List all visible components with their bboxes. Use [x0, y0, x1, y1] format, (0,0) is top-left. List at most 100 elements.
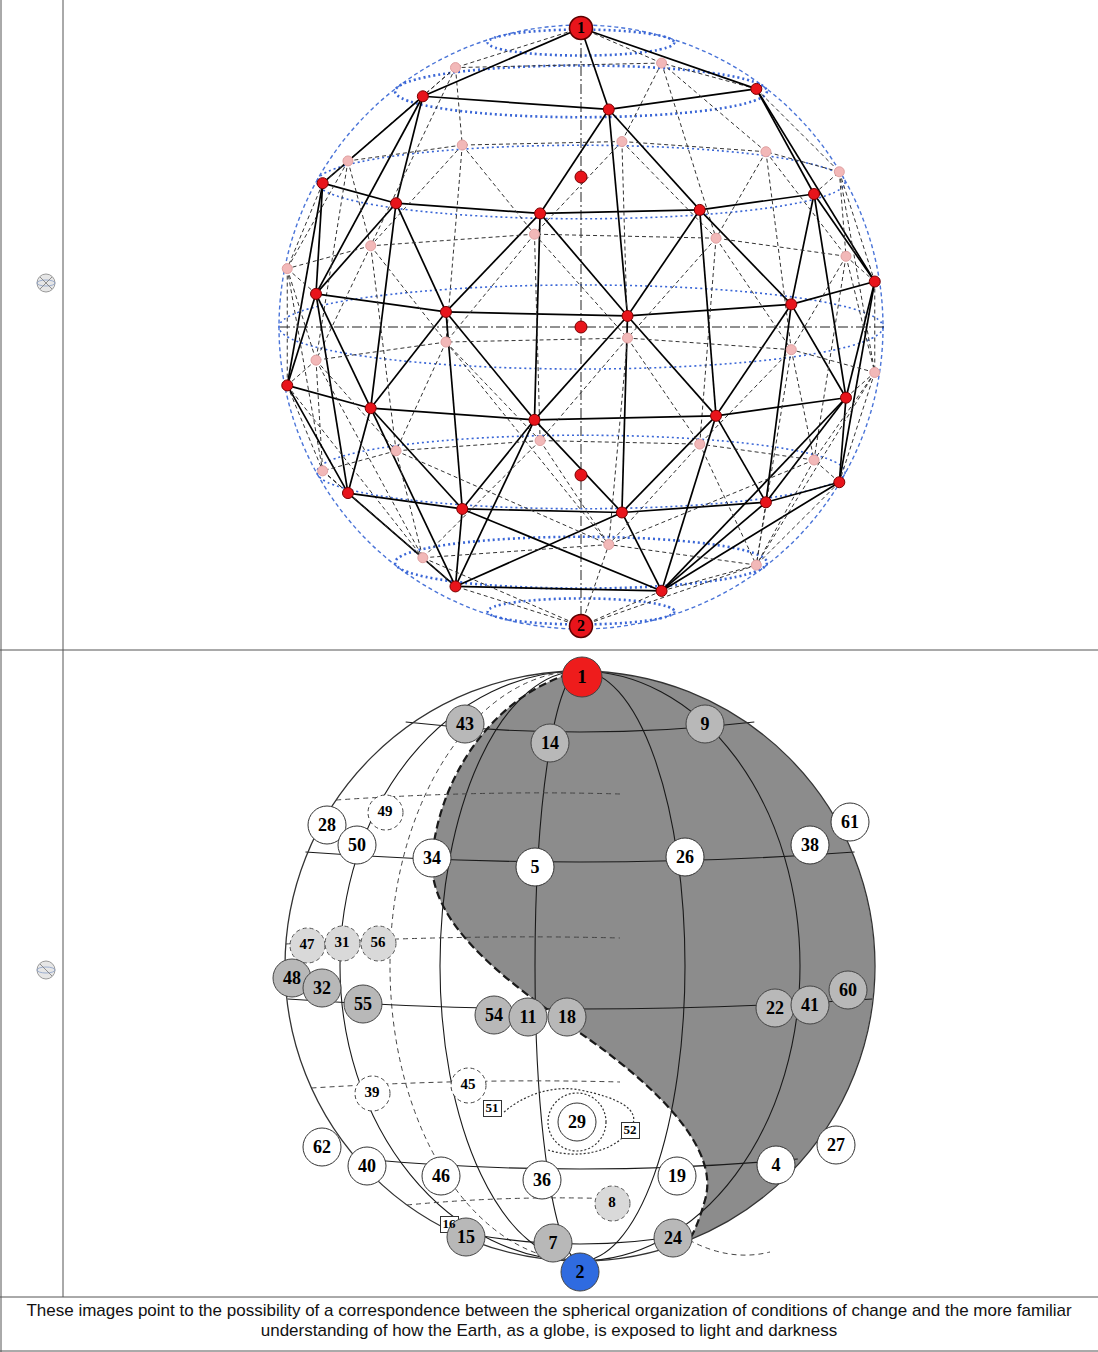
back-edge	[534, 234, 540, 440]
back-edge	[316, 342, 446, 360]
front-edge	[662, 482, 840, 591]
front-edge	[756, 89, 874, 282]
node-number: 54	[485, 1006, 503, 1025]
node-number: 4	[772, 1156, 781, 1175]
vertex-dot	[834, 477, 845, 488]
back-edge	[581, 28, 662, 63]
circle-shape	[548, 998, 586, 1036]
front-edge	[628, 210, 700, 316]
circle-shape	[348, 1147, 386, 1185]
circle-shape	[344, 985, 382, 1023]
back-edge	[791, 256, 846, 349]
node-number: 22	[766, 999, 784, 1018]
node-number: 32	[313, 979, 331, 998]
node-number: 1	[577, 20, 585, 37]
back-edge	[814, 256, 846, 460]
node-number: 41	[801, 996, 819, 1015]
number-circle: 1	[568, 15, 594, 41]
label-box: 16	[440, 1216, 459, 1233]
back-edge	[371, 246, 396, 451]
vertex-dot	[450, 581, 461, 592]
back-edge	[323, 471, 456, 587]
thumbnail-icon	[37, 274, 55, 292]
number-circle: 56	[360, 925, 397, 962]
node-number: 46	[432, 1167, 450, 1186]
back-edge	[662, 63, 757, 89]
front-edge	[287, 183, 322, 385]
number-circle: 31	[324, 925, 361, 962]
front-edge	[371, 312, 446, 408]
circle-shape	[570, 16, 593, 39]
hidden-vertex-dot	[343, 156, 353, 166]
front-edge	[766, 482, 839, 502]
node-number: 14	[541, 734, 559, 753]
number-circle: 4	[756, 1145, 796, 1185]
back-edge	[609, 545, 757, 566]
vertex-dot	[622, 310, 633, 321]
hidden-vertex-dot	[535, 436, 545, 446]
node-number: 5	[531, 858, 540, 877]
back-edge	[316, 360, 323, 471]
number-circle: 61	[830, 802, 870, 842]
front-edge	[791, 282, 874, 305]
vertex-dot	[529, 414, 540, 425]
node-number: 7	[549, 1234, 558, 1253]
node-number: 62	[313, 1138, 331, 1157]
circle-shape	[475, 996, 513, 1034]
label-box: 51	[483, 1100, 502, 1117]
back-edge	[348, 145, 462, 161]
node-number: 29	[568, 1113, 586, 1132]
back-edge	[396, 451, 423, 558]
vertex-dot	[869, 276, 880, 287]
front-edge	[348, 493, 462, 509]
node-number: 38	[801, 836, 819, 855]
sphere-outline	[279, 25, 883, 629]
vertex-dot	[760, 497, 771, 508]
vertex-dot	[417, 91, 428, 102]
back-edge	[622, 142, 766, 152]
box-shape	[483, 1100, 501, 1116]
hidden-vertex-dot	[841, 251, 851, 261]
back-edge	[628, 338, 700, 444]
back-edge	[662, 63, 716, 238]
hidden-vertex-dot	[282, 264, 292, 274]
number-circle: 46	[421, 1156, 461, 1196]
hidden-vertex-dot	[623, 333, 633, 343]
node-number: 27	[827, 1136, 845, 1155]
back-edge	[791, 350, 874, 373]
vertex-dot	[809, 188, 820, 199]
back-edge	[716, 238, 791, 349]
number-circle: 24	[653, 1218, 693, 1258]
back-edge	[446, 234, 534, 342]
front-edge	[371, 408, 535, 420]
vertex-dot	[840, 392, 851, 403]
front-edge	[316, 203, 396, 294]
number-circle: 11	[508, 997, 548, 1037]
circle-shape	[303, 1128, 341, 1166]
vertex-dot	[656, 585, 667, 596]
circle-shape	[422, 1157, 460, 1195]
back-edge	[662, 63, 766, 152]
back-edge	[756, 482, 839, 565]
front-edge	[316, 294, 446, 312]
front-edge	[839, 398, 846, 483]
node-number: 52	[624, 1123, 637, 1137]
loop-curve	[548, 1093, 606, 1151]
number-circle: 40	[347, 1146, 387, 1186]
circle-shape	[534, 1224, 572, 1262]
back-edge	[287, 269, 288, 386]
number-circle: 55	[343, 984, 383, 1024]
back-edge	[609, 444, 700, 544]
node-number: 43	[456, 715, 474, 734]
node-number: 31	[335, 935, 350, 951]
number-circle: 38	[790, 825, 830, 865]
front-edge	[622, 512, 662, 590]
back-edge	[371, 145, 463, 246]
circle-shape	[756, 989, 794, 1027]
circle-shape	[368, 795, 403, 830]
front-edge	[316, 294, 371, 408]
vertex-dot	[457, 503, 468, 514]
night-side	[432, 671, 875, 1240]
circle-shape	[791, 986, 829, 1024]
